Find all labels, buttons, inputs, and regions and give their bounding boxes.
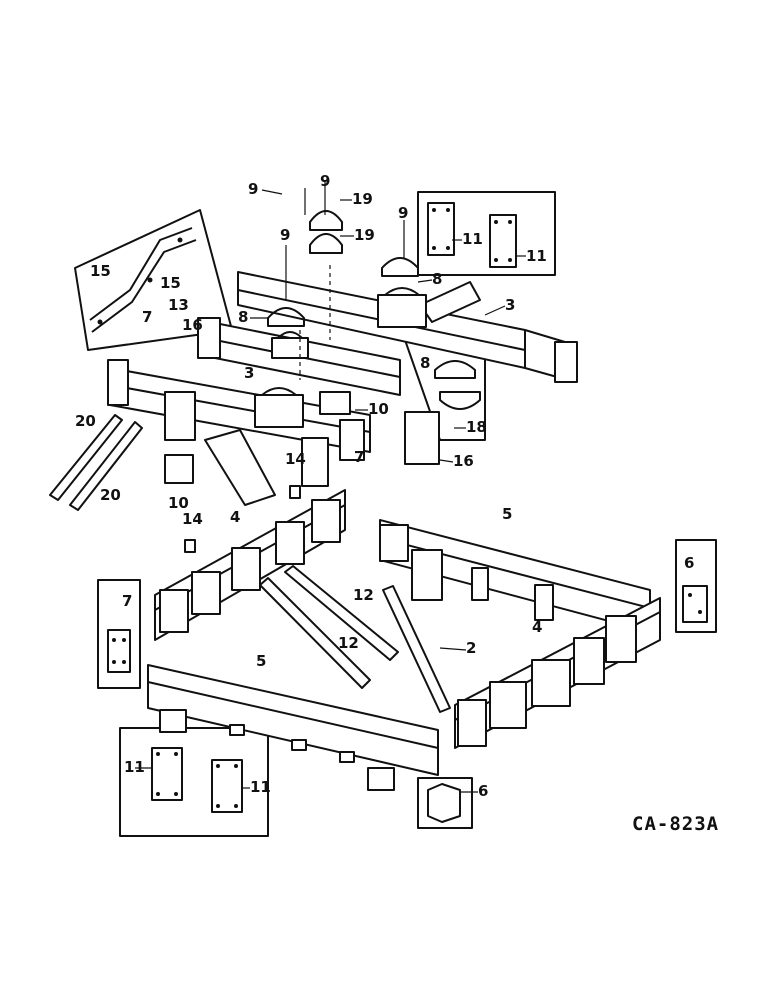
u-bolt-clamps-top [267,210,419,327]
callout-15: 15 [90,262,111,280]
callout-9: 9 [320,172,330,190]
callout-7: 7 [354,448,364,466]
diagonal-braces [259,565,451,713]
callout-16: 16 [453,452,474,470]
inset-panel-plates-top-right [417,191,556,276]
callout-8: 8 [432,270,442,288]
inset-panel-left-bracket [97,579,141,689]
callout-11: 11 [124,758,145,776]
callout-9: 9 [248,180,258,198]
callout-8: 8 [238,308,248,326]
callout-13: 13 [168,296,189,314]
callout-4: 4 [532,618,542,636]
callout-20: 20 [100,486,121,504]
callout-labels: 9 9 9 9 19 19 11 11 8 8 8 3 3 15 15 13 7… [75,172,694,800]
callout-2: 2 [466,639,476,657]
callout-11: 11 [250,778,271,796]
callout-4: 4 [230,508,240,526]
center-clamp-blocks [254,287,427,428]
callout-3: 3 [505,296,515,314]
callout-19: 19 [354,226,375,244]
callout-10: 10 [168,494,189,512]
inset-panel-top-left [74,209,233,351]
right-side-channel [454,597,661,749]
callout-9: 9 [398,204,408,222]
callout-15: 15 [160,274,181,292]
callout-18: 18 [466,418,487,436]
bolts-top [285,180,405,380]
callout-11: 11 [462,230,483,248]
inset-panel-plates-bottom-left [119,727,269,837]
callout-10: 10 [368,400,389,418]
callout-11: 11 [526,247,547,265]
callout-8: 8 [420,354,430,372]
callout-12: 12 [353,586,374,604]
leader-lines [135,189,526,793]
callout-14: 14 [285,450,306,468]
hitch-bars [49,414,143,511]
callout-7: 7 [122,592,132,610]
callout-20: 20 [75,412,96,430]
callout-5: 5 [502,505,512,523]
callout-6: 6 [478,782,488,800]
callout-6: 6 [684,554,694,572]
callout-9: 9 [280,226,290,244]
tool-bar-upper [204,281,481,506]
gauge-plates-upper [164,391,440,553]
callout-5: 5 [256,652,266,670]
left-front-channel [154,489,346,641]
inset-panel-right-bracket [675,539,717,633]
callout-7: 7 [142,308,152,326]
callout-14: 14 [182,510,203,528]
inset-panel-bottom-bracket [417,777,473,829]
callout-16: 16 [182,316,203,334]
figure-code: CA-823A [632,813,719,835]
front-channel-lower [147,664,439,791]
callout-3: 3 [244,364,254,382]
callout-19: 19 [352,190,373,208]
callout-12: 12 [338,634,359,652]
